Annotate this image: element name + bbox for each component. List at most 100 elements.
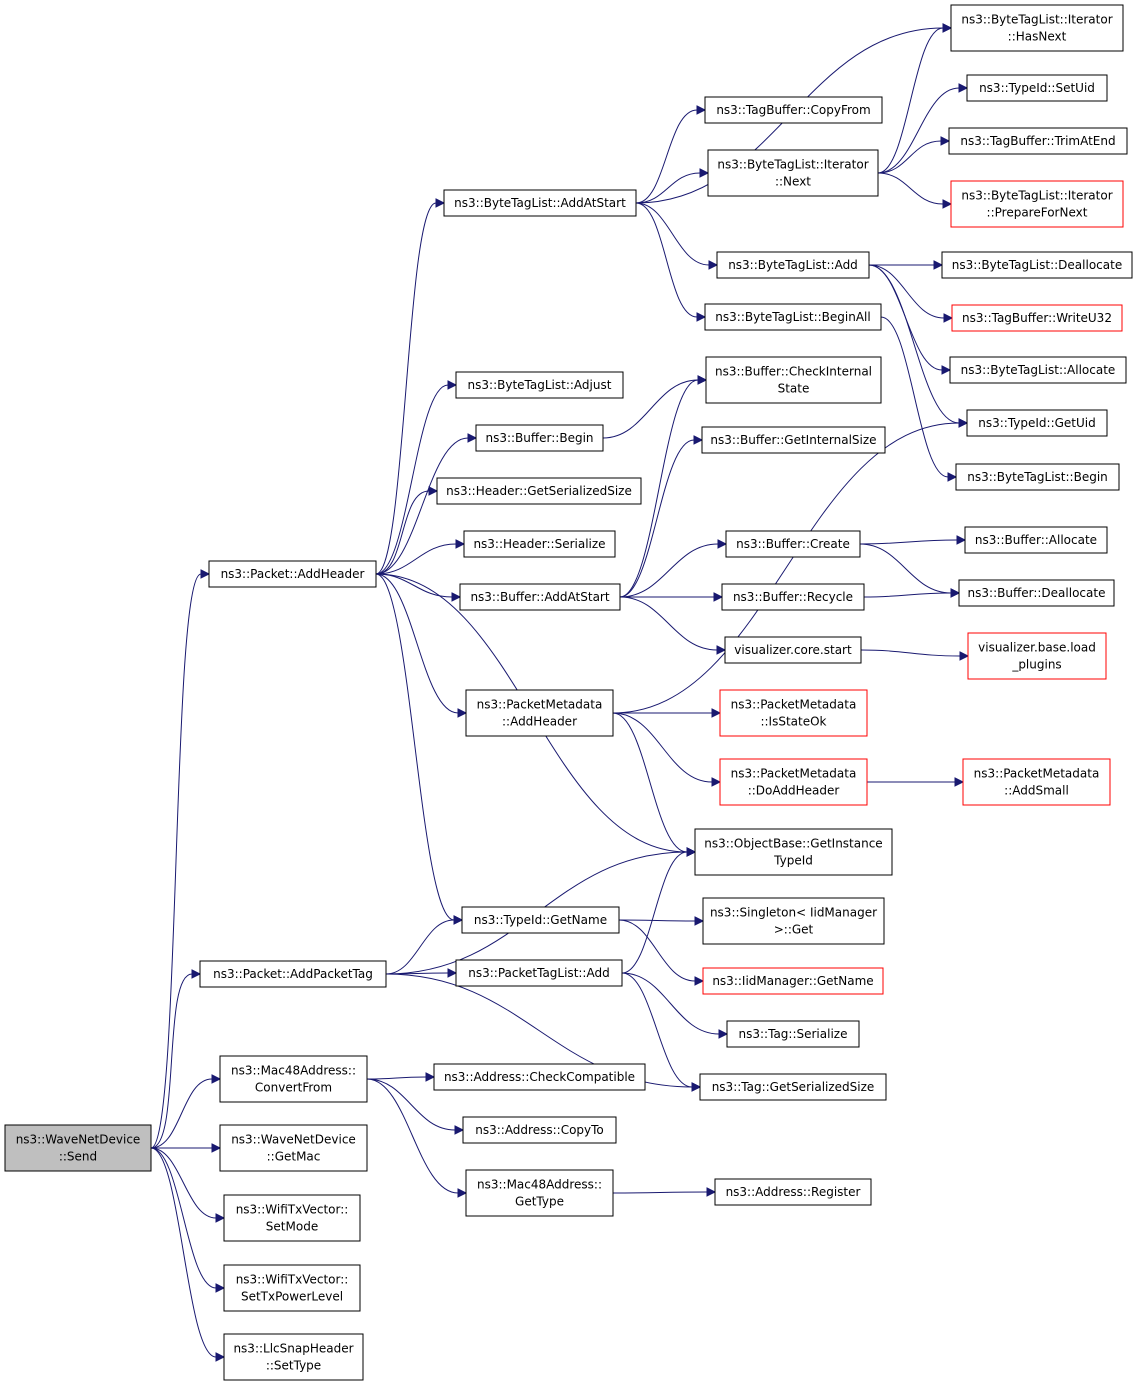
node-singleton_get[interactable]: ns3::Singleton< IidManager>::Get	[702, 897, 885, 945]
node-label: ns3::TagBuffer::TrimAtEnd	[960, 134, 1115, 148]
node-tb_writeu32[interactable]: ns3::TagBuffer::WriteU32	[951, 304, 1123, 332]
node-box	[704, 96, 883, 124]
node-box	[219, 1124, 368, 1172]
node-tb_trimatend[interactable]: ns3::TagBuffer::TrimAtEnd	[948, 127, 1128, 155]
node-tb_copyfrom[interactable]: ns3::TagBuffer::CopyFrom	[704, 96, 883, 124]
node-buf_begin[interactable]: ns3::Buffer::Begin	[475, 424, 604, 452]
node-btl_adjust[interactable]: ns3::ByteTagList::Adjust	[455, 371, 624, 399]
call-edge-pm_addheader-to-pm_isstateok	[613, 708, 722, 718]
node-hdr_getsize[interactable]: ns3::Header::GetSerializedSize	[436, 477, 642, 505]
node-addr_copyto[interactable]: ns3::Address::CopyTo	[462, 1116, 617, 1144]
node-label: ns3::Buffer::Create	[736, 537, 850, 551]
node-typeid_getname[interactable]: ns3::TypeId::GetName	[461, 906, 620, 934]
node-btl_allocate[interactable]: ns3::ByteTagList::Allocate	[949, 356, 1127, 384]
node-label: ns3::Mac48Address::	[477, 1178, 602, 1192]
call-edge-buf_addatstart-to-buf_checkinternal	[619, 375, 708, 598]
node-label: SetMode	[266, 1220, 318, 1234]
node-viz_base_load[interactable]: visualizer.base.load_plugins	[967, 632, 1107, 680]
node-setmode[interactable]: ns3::WifiTxVector::SetMode	[223, 1194, 361, 1242]
call-edge-ptl_add-to-tag_getsize	[621, 972, 702, 1092]
node-box	[719, 689, 868, 737]
node-convertfrom[interactable]: ns3::Mac48Address::ConvertFrom	[219, 1055, 368, 1103]
node-label: ns3::Packet::AddPacketTag	[213, 967, 373, 981]
node-box	[465, 1169, 614, 1217]
node-getmac[interactable]: ns3::WaveNetDevice::GetMac	[219, 1124, 368, 1172]
node-btli_next[interactable]: ns3::ByteTagList::Iterator::Next	[707, 149, 879, 197]
call-edge-convertfrom-to-addr_copyto	[366, 1078, 465, 1135]
node-tag_serialize[interactable]: ns3::Tag::Serialize	[726, 1020, 860, 1048]
node-buf_addatstart[interactable]: ns3::Buffer::AddAtStart	[459, 583, 621, 611]
call-edge-line	[863, 592, 952, 598]
node-buf_allocate[interactable]: ns3::Buffer::Allocate	[964, 526, 1108, 554]
call-edge-btl_beginall-to-btl_begin	[880, 316, 958, 482]
node-btl_deallocate[interactable]: ns3::ByteTagList::Deallocate	[941, 251, 1133, 279]
call-edge-line	[621, 972, 693, 1088]
node-pm_addheader[interactable]: ns3::PacketMetadata::AddHeader	[465, 689, 614, 737]
node-addpackettag[interactable]: ns3::Packet::AddPacketTag	[199, 960, 387, 988]
node-buf_create[interactable]: ns3::Buffer::Create	[725, 530, 861, 558]
call-edge-line	[635, 202, 698, 318]
node-label: TypeId	[773, 854, 813, 868]
call-edge-line	[150, 973, 193, 1149]
call-edge-btl_addatstart-to-btl_beginall	[635, 202, 707, 322]
node-pm_doaddheader[interactable]: ns3::PacketMetadata::DoAddHeader	[719, 758, 868, 806]
node-btl_begin[interactable]: ns3::ByteTagList::Begin	[955, 463, 1120, 491]
call-edge-line	[150, 1078, 213, 1149]
arrowhead-icon	[694, 976, 705, 986]
call-edge-line	[375, 202, 437, 575]
arrowhead-icon	[713, 592, 724, 602]
node-buf_getinternalsize[interactable]: ns3::Buffer::GetInternalSize	[701, 426, 886, 454]
call-edge-send-to-getmac	[151, 1143, 222, 1153]
node-label: ns3::PacketMetadata	[731, 698, 857, 712]
node-label: ns3::PacketMetadata	[477, 698, 603, 712]
node-viz_core_start[interactable]: visualizer.core.start	[724, 636, 862, 664]
node-pm_addsmall[interactable]: ns3::PacketMetadata::AddSmall	[962, 758, 1111, 806]
call-edge-line	[618, 919, 696, 982]
node-btl_add[interactable]: ns3::ByteTagList::Add	[716, 251, 870, 279]
node-settxpower[interactable]: ns3::WifiTxVector::SetTxPowerLevel	[223, 1264, 361, 1312]
node-addheader[interactable]: ns3::Packet::AddHeader	[208, 560, 377, 588]
call-edge-line	[880, 316, 949, 478]
node-settype[interactable]: ns3::LlcSnapHeader::SetType	[223, 1333, 364, 1381]
arrowhead-icon	[457, 708, 468, 718]
node-buf_recycle[interactable]: ns3::Buffer::Recycle	[721, 583, 865, 611]
node-label: visualizer.core.start	[734, 643, 852, 657]
node-box	[433, 1063, 646, 1091]
node-addr_checkcompat[interactable]: ns3::Address::CheckCompatible	[433, 1063, 646, 1091]
node-pm_isstateok[interactable]: ns3::PacketMetadata::IsStateOk	[719, 689, 868, 737]
node-send[interactable]: ns3::WaveNetDevice::Send	[4, 1124, 152, 1172]
node-box	[714, 1178, 872, 1206]
node-ptl_add[interactable]: ns3::PacketTagList::Add	[455, 959, 623, 987]
node-box	[704, 303, 882, 331]
node-label: ns3::TagBuffer::CopyFrom	[716, 103, 870, 117]
node-label: ConvertFrom	[255, 1081, 332, 1095]
node-label: ns3::ByteTagList::Allocate	[961, 363, 1116, 377]
node-btl_addatstart[interactable]: ns3::ByteTagList::AddAtStart	[443, 189, 637, 217]
node-box	[463, 530, 616, 558]
node-hdr_serialize[interactable]: ns3::Header::Serialize	[463, 530, 616, 558]
call-edge-ptl_add-to-tag_serialize	[621, 972, 729, 1039]
call-edge-addheader-to-buf_addatstart	[375, 573, 462, 602]
node-btl_beginall[interactable]: ns3::ByteTagList::BeginAll	[704, 303, 882, 331]
node-btli_hasnext[interactable]: ns3::ByteTagList::Iterator::HasNext	[950, 4, 1124, 52]
node-tag_getsize[interactable]: ns3::Tag::GetSerializedSize	[699, 1073, 887, 1101]
call-edge-btl_addatstart-to-tb_copyfrom	[635, 105, 707, 204]
arrowhead-icon	[467, 433, 478, 443]
node-typeid_getuid[interactable]: ns3::TypeId::GetUid	[966, 409, 1108, 437]
node-label: ::PrepareForNext	[987, 206, 1088, 220]
node-btli_preparefornext[interactable]: ns3::ByteTagList::Iterator::PrepareForNe…	[950, 180, 1124, 228]
node-box	[966, 409, 1108, 437]
node-mac48_gettype[interactable]: ns3::Mac48Address::GetType	[465, 1169, 614, 1217]
node-label: ns3::Buffer::Deallocate	[968, 586, 1106, 600]
arrowhead-icon	[691, 1082, 702, 1092]
node-typeid_setuid[interactable]: ns3::TypeId::SetUid	[966, 74, 1108, 102]
node-box	[964, 526, 1108, 554]
node-box	[702, 897, 885, 945]
node-iid_getname[interactable]: ns3::IidManager::GetName	[702, 967, 884, 995]
node-buf_deallocate[interactable]: ns3::Buffer::Deallocate	[958, 579, 1115, 607]
node-label: ::SetType	[266, 1359, 321, 1373]
node-addr_register[interactable]: ns3::Address::Register	[714, 1178, 872, 1206]
